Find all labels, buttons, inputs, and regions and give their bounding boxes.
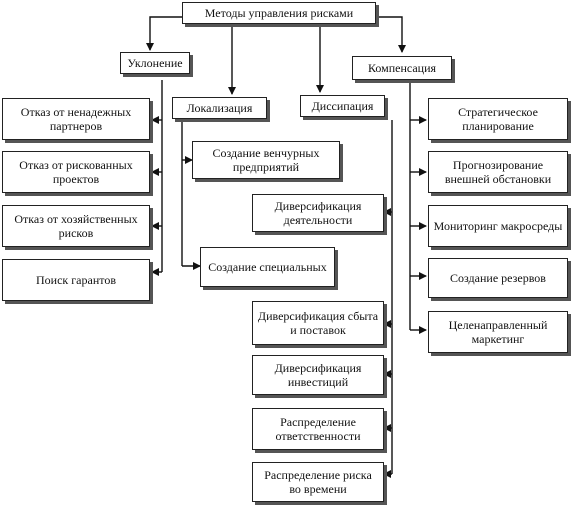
group-localization: Локализация [172,97,267,119]
dissipation-item: Диверсификация сбыта и поставок [252,301,384,345]
compensation-item: Мониторинг макросреды [428,205,568,247]
dissipation-item: Распределение риска во времени [252,462,384,502]
dissipation-item: Диверсификация инвестиций [252,355,384,395]
compensation-item: Создание резервов [428,258,568,298]
localization-item: Создание специальных [200,247,335,287]
group-avoidance: Уклонение [120,52,190,74]
compensation-item: Целенаправленный маркетинг [428,311,568,353]
avoidance-item: Поиск гарантов [2,259,150,301]
avoidance-item: Отказ от хозяйственных рисков [2,205,150,247]
root-to-avoidance-line [146,16,182,51]
root-node: Методы управления рисками [182,2,376,24]
group-dissipation: Диссипация [300,95,385,117]
root-to-compensation-line [376,16,406,53]
dissipation-item: Диверсификация деятельности [252,194,384,232]
group-compensation: Компенсация [352,56,452,80]
avoidance-item: Отказ от рискованных проектов [2,151,150,193]
dissipation-item: Распределение ответственности [252,408,384,450]
compensation-item: Стратегическое планирование [428,98,568,140]
avoidance-item: Отказ от ненадежных партнеров [2,98,150,140]
localization-item: Создание венчурных предприятий [192,141,340,179]
compensation-item: Прогнозирование внешней обстановки [428,151,568,193]
